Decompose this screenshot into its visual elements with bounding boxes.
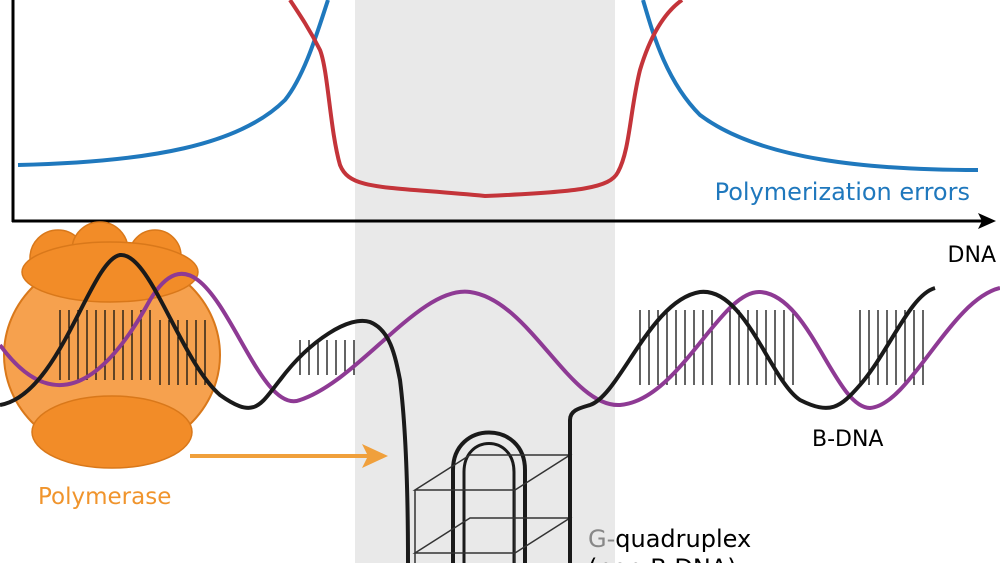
base-pair-hatching (59, 310, 924, 385)
non-b-dna-highlight-band (355, 0, 615, 563)
g-quadruplex-suffix: quadruplex (615, 525, 751, 553)
x-axis-arrowhead (978, 213, 996, 229)
polymerization-errors-label: Polymerization errors (715, 178, 970, 206)
dna-strand-black-right (568, 286, 936, 563)
b-dna-label: B-DNA (812, 427, 883, 452)
polymerase-top-lobes (21, 221, 199, 303)
g-quadruplex-loop (451, 430, 527, 563)
g-quadruplex-label: G-quadruplex (588, 525, 751, 553)
red-curve (288, 0, 684, 199)
g-quadruplex-inner-strand (462, 442, 516, 563)
polymerase-bottom-lobe (31, 395, 193, 469)
polymerase-direction-arrowhead (362, 444, 388, 468)
non-b-dna-label-cutoff: (non-B DNA) (588, 554, 737, 563)
dna-strand-black-left (0, 253, 410, 563)
polymerase-label: Polymerase (38, 484, 171, 510)
g-quadruplex-prefix: G- (588, 525, 615, 553)
axis-dna-label: DNA (948, 243, 996, 268)
